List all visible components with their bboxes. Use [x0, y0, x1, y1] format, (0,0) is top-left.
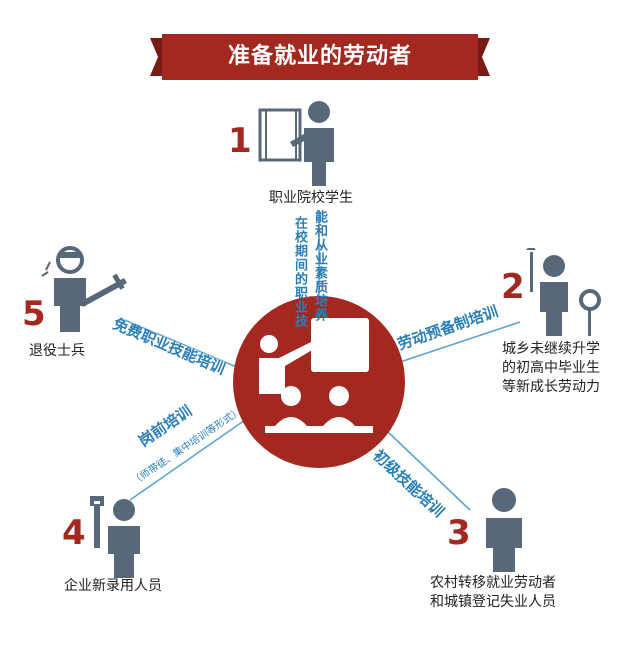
group-label-3: 农村转移就业劳动者 和城镇登记失业人员	[430, 575, 556, 610]
group-label-4: 企业新录用人员	[64, 578, 162, 594]
group-number-1: 1	[228, 121, 252, 161]
title-banner: 准备就业的劳动者	[150, 34, 490, 80]
group-label-1: 职业院校学生	[269, 190, 353, 206]
worker-icon	[486, 488, 522, 572]
trainer-classroom-icon	[233, 296, 405, 468]
student-book-icon	[258, 101, 334, 186]
wrench-worker-icon	[90, 496, 140, 578]
page-title: 准备就业的劳动者	[227, 44, 412, 69]
training-label-1a: 能和从业素质培养	[312, 210, 327, 322]
graduate-shovel-icon	[526, 248, 601, 336]
soldier-rifle-icon	[41, 246, 127, 332]
training-label-1b: 在校期间的职业技	[292, 216, 307, 328]
group-number-2: 2	[501, 267, 525, 307]
group-label-2: 城乡未继续升学 的初高中毕业生 等新成长劳动力	[502, 341, 600, 395]
banner-ribbon	[150, 34, 490, 80]
group-number-4: 4	[62, 513, 86, 553]
group-number-3: 3	[447, 513, 471, 553]
group-number-5: 5	[22, 294, 46, 334]
group-label-5: 退役士兵	[29, 343, 85, 359]
